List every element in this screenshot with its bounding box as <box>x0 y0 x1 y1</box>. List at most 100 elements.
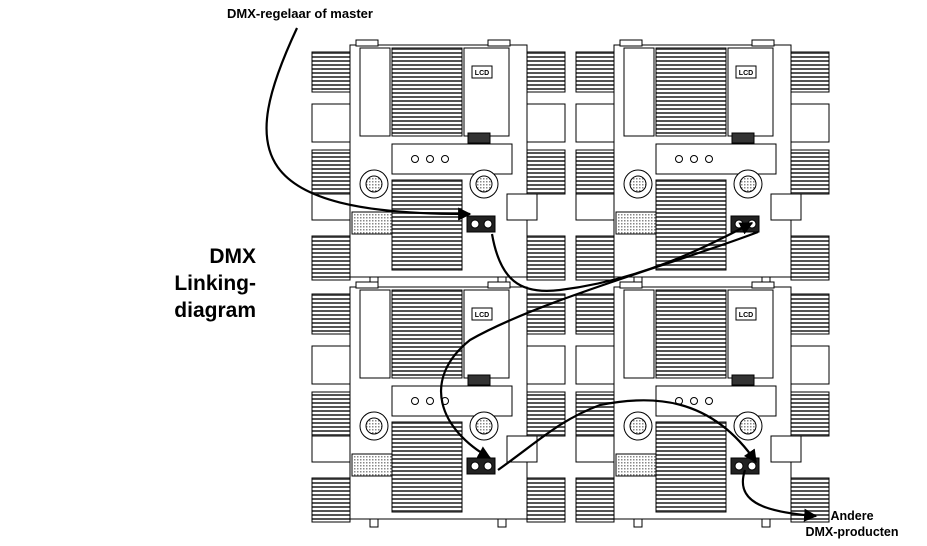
yoke-hole <box>411 397 419 405</box>
fixture-bottom-left: LCD <box>311 281 566 528</box>
side-grille <box>790 51 830 93</box>
yoke-bar <box>391 143 513 175</box>
lower-bracket <box>506 435 538 463</box>
side-grille <box>790 293 830 335</box>
side-grille <box>790 391 830 437</box>
fixture-bottom-right: LCD <box>575 281 830 528</box>
fan-right-core <box>739 417 757 435</box>
dmx-out-port <box>483 219 493 229</box>
dmx-out-port <box>483 461 493 471</box>
title-line-1: DMX Linking- <box>174 245 256 295</box>
other-line-2: DMX-producten <box>805 525 899 539</box>
side-grille <box>575 293 615 335</box>
lcd-label: LCD <box>739 312 753 319</box>
lcd-label: LCD <box>739 70 753 77</box>
lcd-label: LCD <box>475 312 489 319</box>
top-tab <box>751 281 775 289</box>
left-panel <box>359 47 391 137</box>
side-grille <box>575 149 615 195</box>
lower-bracket-left <box>311 193 351 221</box>
connector-pair-upper <box>467 132 491 144</box>
top-tab <box>619 281 643 289</box>
center-grille <box>655 289 727 379</box>
side-grille <box>526 235 566 281</box>
diagram-title: DMX Linking- diagram <box>150 243 256 324</box>
dmx-in-port <box>470 219 480 229</box>
center-grille-lower <box>391 421 463 513</box>
lcd-window <box>735 65 757 79</box>
center-grille <box>391 289 463 379</box>
center-grille <box>655 47 727 137</box>
center-grille-lower <box>391 179 463 271</box>
connector-pair-upper <box>467 374 491 386</box>
side-grille <box>526 477 566 523</box>
fan-left-core <box>365 417 383 435</box>
bottom-panel <box>351 211 393 235</box>
side-bracket <box>575 103 615 143</box>
center-grille <box>391 47 463 137</box>
foot <box>633 518 643 528</box>
lower-bracket <box>770 193 802 221</box>
side-grille <box>526 391 566 437</box>
foot <box>369 518 379 528</box>
cable-top-right-to-bottom-left <box>440 230 759 459</box>
yoke-hole <box>426 155 434 163</box>
controller-label: DMX-regelaar of master <box>227 6 373 21</box>
lcd-column <box>727 289 774 379</box>
connector-pair-upper <box>731 374 755 386</box>
side-grille <box>575 477 615 523</box>
yoke-hole <box>705 397 713 405</box>
bottom-panel <box>615 211 657 235</box>
yoke-hole <box>705 155 713 163</box>
lower-bracket-left <box>311 435 351 463</box>
cable-top-left-to-top-right <box>490 222 754 292</box>
top-tab <box>751 39 775 47</box>
yoke-hole <box>441 155 449 163</box>
bottom-panel <box>351 453 393 477</box>
side-grille <box>311 51 351 93</box>
cable-bottom-left-to-bottom-right <box>497 399 757 471</box>
dmx-out-port <box>747 461 757 471</box>
dmx-in-port <box>470 461 480 471</box>
fan-right-core <box>739 175 757 193</box>
yoke-bar <box>391 385 513 417</box>
center-grille-lower <box>655 421 727 513</box>
top-tab <box>487 281 511 289</box>
yoke-hole <box>675 155 683 163</box>
lcd-window <box>471 307 493 321</box>
side-bracket <box>790 103 830 143</box>
side-grille <box>790 149 830 195</box>
fan-right-core <box>475 417 493 435</box>
cable-bottom-right-to-other <box>741 469 818 522</box>
lower-bracket <box>770 435 802 463</box>
yoke-hole <box>690 397 698 405</box>
side-grille <box>575 51 615 93</box>
left-panel <box>623 47 655 137</box>
foot <box>761 518 771 528</box>
fan-left-core <box>629 417 647 435</box>
side-grille <box>790 235 830 281</box>
lcd-label: LCD <box>475 70 489 77</box>
lcd-column <box>727 47 774 137</box>
lcd-window <box>735 307 757 321</box>
yoke-bar <box>655 385 777 417</box>
left-panel <box>623 289 655 379</box>
side-bracket <box>526 103 566 143</box>
top-tab <box>355 281 379 289</box>
side-grille <box>311 235 351 281</box>
side-bracket <box>575 345 615 385</box>
yoke-bar <box>655 143 777 175</box>
side-bracket <box>526 345 566 385</box>
connector-pair-upper <box>731 132 755 144</box>
side-grille <box>311 391 351 437</box>
side-grille <box>311 149 351 195</box>
side-grille <box>526 149 566 195</box>
side-bracket <box>311 345 351 385</box>
lcd-column <box>463 289 510 379</box>
lcd-column <box>463 47 510 137</box>
lower-bracket <box>506 193 538 221</box>
side-grille <box>526 51 566 93</box>
lcd-window <box>471 65 493 79</box>
yoke-hole <box>690 155 698 163</box>
top-tab <box>487 39 511 47</box>
